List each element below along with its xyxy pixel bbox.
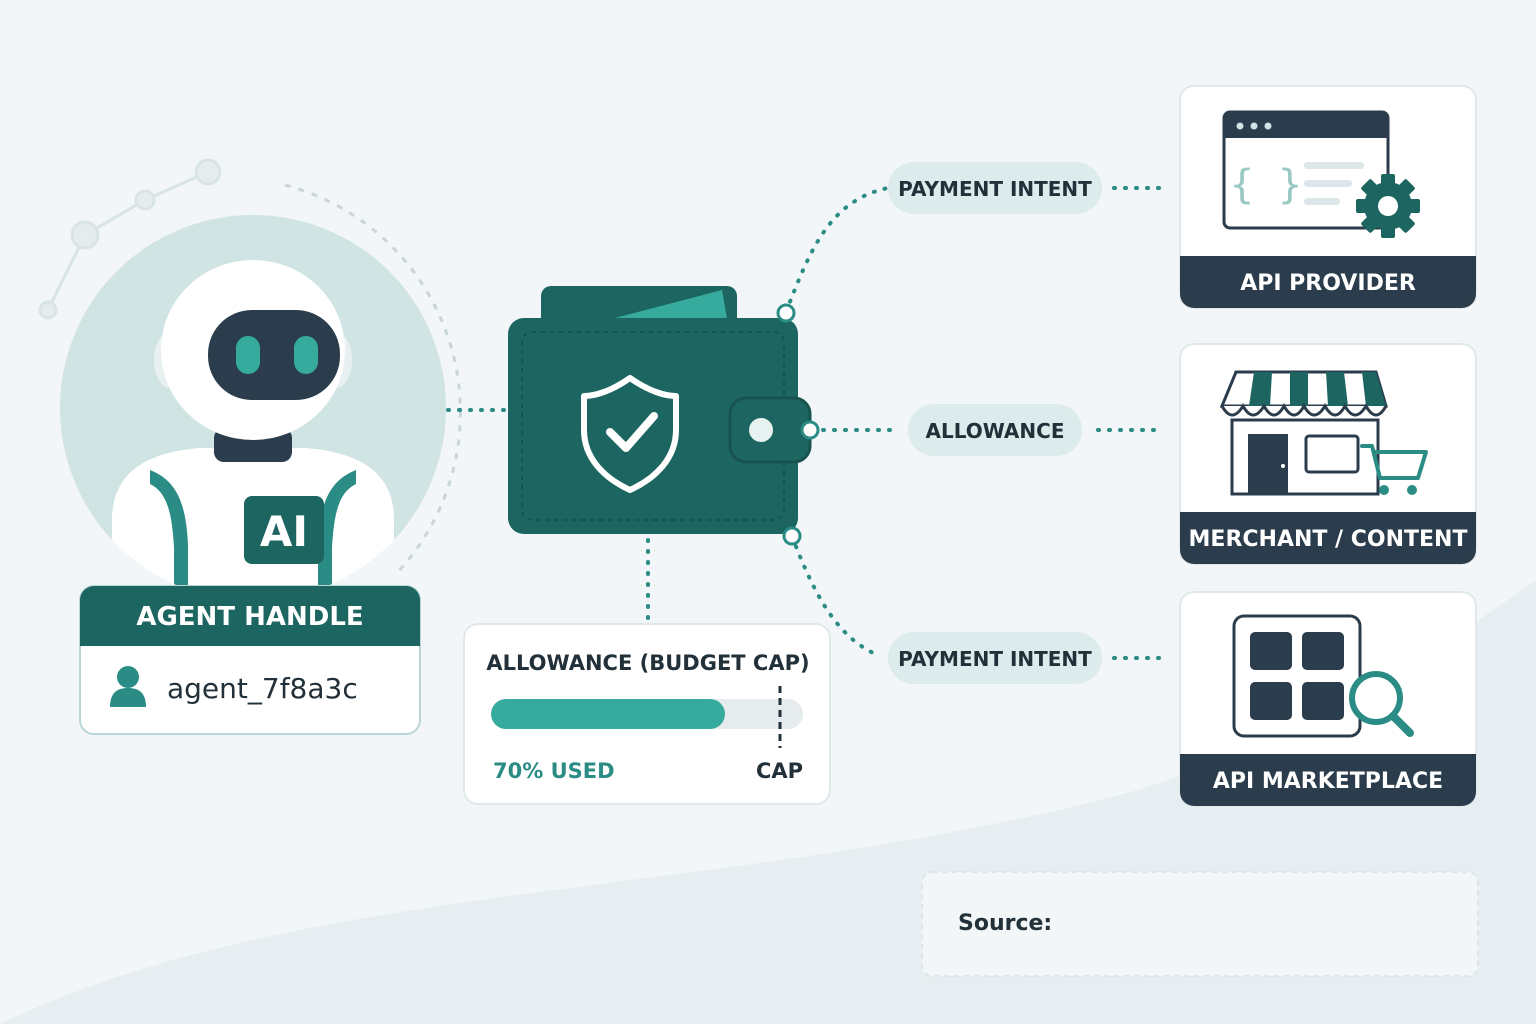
ai-badge (244, 496, 324, 564)
destination-card-merchant-content: MERCHANT / CONTENT (1179, 343, 1477, 565)
grid-search-icon (1232, 614, 1414, 738)
agent-handle-value: agent_7f8a3c (167, 672, 358, 705)
destination-label-merchant-content: MERCHANT / CONTENT (1189, 527, 1468, 552)
destination-label-api-provider: API PROVIDER (1240, 271, 1416, 296)
shield-check-icon (581, 375, 679, 493)
destination-card-api-marketplace: API MARKETPLACE (1179, 591, 1477, 807)
allowance-used-label: 70% USED (493, 759, 615, 783)
wallet-icon (508, 286, 812, 534)
pill-payment-intent-top: PAYMENT INTENT (898, 177, 1092, 201)
allowance-card: ALLOWANCE (BUDGET CAP) 70% USED CAP (463, 623, 831, 805)
connection-pill: PAYMENT INTENT (888, 632, 1102, 684)
agent-handle-title: AGENT HANDLE (136, 602, 363, 632)
connector-wallet-pill-3 (790, 534, 882, 658)
source-label: Source: (958, 911, 1052, 936)
orbit-dashed-arc (284, 183, 462, 577)
anchor-node-bottom (782, 526, 802, 546)
anchor-node-top (776, 303, 796, 323)
network-decoration (38, 158, 222, 320)
connection-pill: PAYMENT INTENT (888, 162, 1102, 214)
ai-badge-text: AI (260, 507, 308, 556)
anchor-node-middle (800, 420, 820, 440)
pill-payment-intent-bottom: PAYMENT INTENT (898, 647, 1092, 671)
storefront-cart-icon (1219, 370, 1428, 496)
source-box: Source: (921, 871, 1479, 977)
destination-label-api-marketplace: API MARKETPLACE (1213, 769, 1443, 794)
allowance-progress-fill (491, 699, 725, 729)
robot-icon: AI (60, 215, 446, 601)
allowance-cap-label: CAP (756, 759, 803, 783)
allowance-card-title: ALLOWANCE (BUDGET CAP) (486, 651, 809, 675)
svg-text:{ }: { } (1230, 162, 1302, 208)
pill-allowance: ALLOWANCE (926, 419, 1065, 443)
connector-wallet-pill-1 (784, 186, 890, 314)
destination-card-api-provider: API PROVIDER { } (1179, 85, 1477, 309)
agent-handle-card: AGENT HANDLE agent_7f8a3c (79, 585, 421, 735)
browser-code-gear-icon: { } (1222, 110, 1420, 238)
connection-pill: ALLOWANCE (908, 404, 1082, 456)
user-icon (110, 666, 146, 707)
